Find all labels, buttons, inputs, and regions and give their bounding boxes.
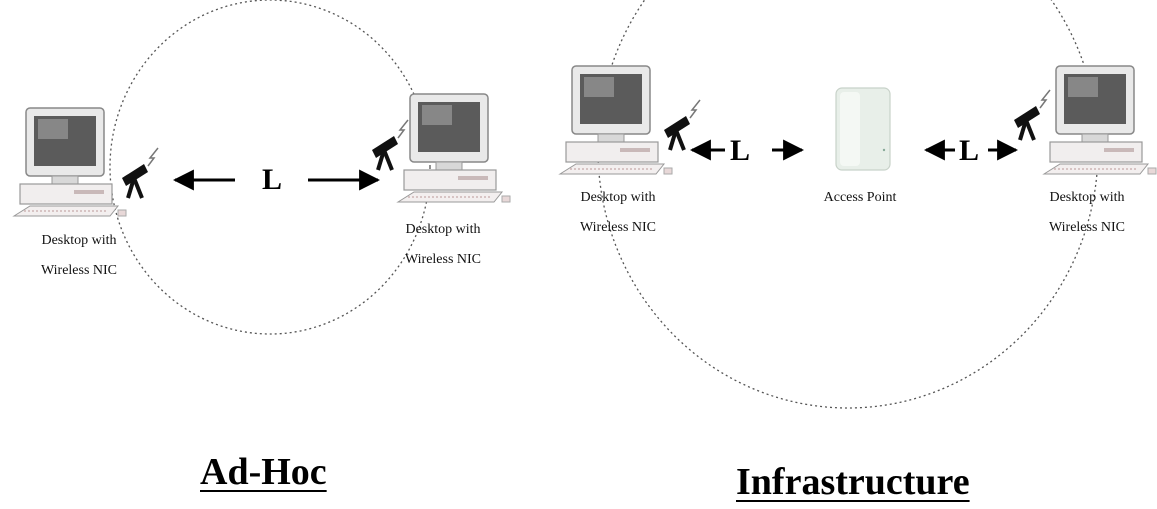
adhoc-left-node-label: Desktop with Wireless NIC	[14, 226, 144, 286]
access-point-label: Access Point	[823, 190, 897, 205]
adhoc-distance-label: L	[262, 163, 283, 196]
adhoc-left-node-line2: Wireless NIC	[40, 263, 118, 278]
adhoc-right-node-line2: Wireless NIC	[404, 252, 482, 267]
infra-left-antenna-icon	[662, 98, 702, 152]
adhoc-left-desktop-icon	[13, 107, 127, 217]
adhoc-range-circle	[109, 0, 431, 335]
infra-right-antenna-icon	[1012, 88, 1052, 142]
infra-right-node-label: Desktop with Wireless NIC	[1022, 183, 1152, 243]
infrastructure-title: Infrastructure	[736, 461, 970, 503]
infra-left-node-line2: Wireless NIC	[579, 220, 657, 235]
infra-right-desktop-icon	[1043, 65, 1157, 175]
adhoc-left-node-line1: Desktop with	[41, 233, 117, 248]
adhoc-right-desktop-icon	[397, 93, 511, 203]
adhoc-title: Ad-Hoc	[200, 451, 327, 493]
adhoc-right-node-line1: Desktop with	[405, 222, 481, 237]
infra-distance-label-right: L	[959, 134, 980, 167]
adhoc-left-antenna-icon	[120, 146, 160, 200]
adhoc-right-node-label: Desktop with Wireless NIC	[378, 215, 508, 275]
adhoc-right-antenna-icon	[370, 118, 410, 172]
infra-right-node-line2: Wireless NIC	[1048, 220, 1126, 235]
infra-left-node-label: Desktop with Wireless NIC	[553, 183, 683, 243]
infra-left-node-line1: Desktop with	[580, 190, 656, 205]
infra-distance-label-left: L	[730, 134, 751, 167]
access-point-icon	[835, 87, 891, 171]
infra-left-desktop-icon	[559, 65, 673, 175]
infra-right-node-line1: Desktop with	[1049, 190, 1125, 205]
